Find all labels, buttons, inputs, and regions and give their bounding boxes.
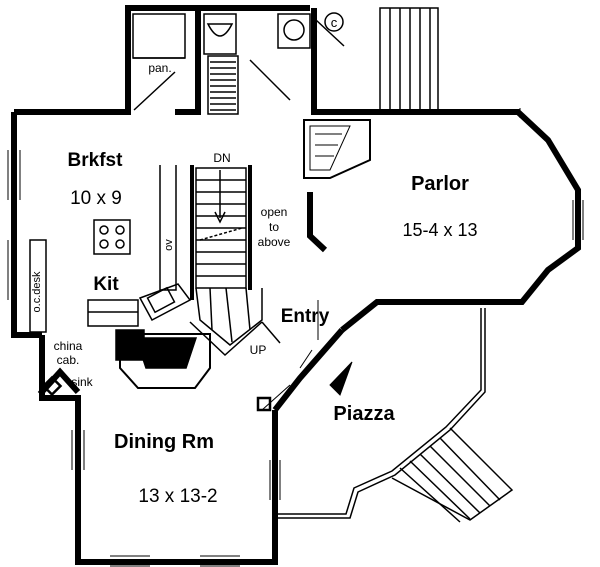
entry-marker <box>329 361 353 396</box>
wall-parlor <box>311 8 581 333</box>
down-label: DN <box>213 151 230 165</box>
main-stair <box>189 165 281 357</box>
parlor-name: Parlor <box>411 173 469 195</box>
oven-label: ov <box>163 239 175 251</box>
kitchen-fixtures <box>29 165 211 389</box>
windows <box>7 108 584 567</box>
wall-entry <box>272 328 345 412</box>
dining-size: 13 x 13-2 <box>138 486 217 507</box>
wall-brkfst-top <box>14 5 310 115</box>
china-label-2: cab. <box>57 353 80 367</box>
dining-name: Dining Rm <box>114 431 214 453</box>
wall-pantry-right <box>175 8 201 115</box>
piazza-outline <box>278 308 514 523</box>
desk-label: o.c.desk <box>31 271 43 312</box>
piazza-name: Piazza <box>333 403 395 425</box>
piazza-steps <box>391 427 514 523</box>
pantry-label: pan. <box>148 61 171 75</box>
brkfst-name: Brkfst <box>68 150 124 171</box>
closet-marker <box>324 12 344 32</box>
open-label-2: to <box>269 220 279 234</box>
china-label-1: china <box>54 339 83 353</box>
open-label-1: open <box>261 205 288 219</box>
parlor-size: 15-4 x 13 <box>402 220 477 240</box>
sink-label: sink <box>71 375 93 389</box>
cooktop <box>93 219 131 255</box>
brkfst-size: 10 x 9 <box>70 188 122 209</box>
kit-name: Kit <box>93 274 119 295</box>
up-label: UP <box>250 343 267 357</box>
parlor-fireplace <box>303 119 371 179</box>
dining-fireplace-hearth <box>134 337 198 369</box>
wall-left <box>11 112 42 338</box>
entry-name: Entry <box>281 306 330 327</box>
open-label-3: above <box>258 235 291 249</box>
wall-parlor-left <box>307 192 328 253</box>
door-swings <box>39 300 353 412</box>
closet-label: c <box>331 15 338 30</box>
utility-area <box>132 7 439 115</box>
